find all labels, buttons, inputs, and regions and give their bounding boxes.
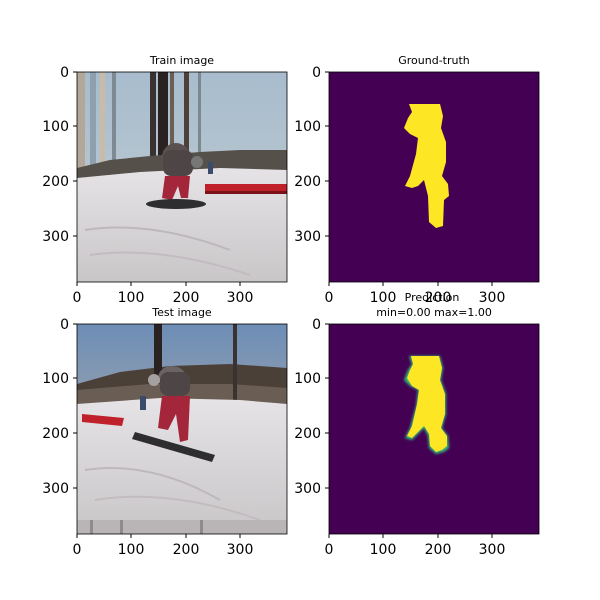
y-tick-label: 200: [42, 426, 69, 442]
y-tick-label: 300: [42, 481, 69, 497]
train-x-axis: 0 100 200 300: [73, 282, 254, 306]
prediction-frame: [328, 323, 540, 535]
panel-ground-truth: Ground-truth 0 100 200 300 0 100 200 300: [294, 54, 540, 306]
x-tick-label: 100: [370, 290, 397, 306]
y-tick-label: 300: [294, 481, 321, 497]
panel-title: Train image: [149, 54, 214, 67]
ground-truth-mask: [329, 72, 539, 282]
x-tick-label: 0: [325, 290, 334, 306]
gt-y-axis: 0 100 200 300: [294, 65, 329, 245]
x-tick-label: 300: [479, 542, 506, 558]
x-tick-label: 200: [173, 290, 200, 306]
x-tick-label: 100: [370, 542, 397, 558]
x-tick-label: 0: [325, 542, 334, 558]
y-tick-label: 300: [294, 229, 321, 245]
pred-y-axis: 0 100 200 300: [294, 317, 329, 497]
y-tick-label: 100: [42, 119, 69, 135]
x-tick-label: 100: [118, 542, 145, 558]
y-tick-label: 200: [294, 174, 321, 190]
x-tick-label: 0: [73, 542, 82, 558]
x-tick-label: 300: [227, 290, 254, 306]
prediction-mask: [329, 324, 539, 534]
ground-truth-frame: [328, 71, 540, 283]
train-y-axis: 0 100 200 300: [42, 65, 77, 245]
y-tick-label: 200: [294, 426, 321, 442]
panel-train: Train image: [42, 54, 288, 306]
x-tick-label: 200: [173, 542, 200, 558]
x-tick-label: 300: [227, 542, 254, 558]
y-tick-label: 100: [294, 371, 321, 387]
x-tick-label: 0: [73, 290, 82, 306]
test-image: [77, 324, 287, 534]
y-tick-label: 100: [42, 371, 69, 387]
panel-title: Test image: [151, 306, 212, 319]
panel-subtitle: min=0.00 max=1.00: [376, 306, 492, 319]
x-tick-label: 100: [118, 290, 145, 306]
test-image-frame: [76, 323, 288, 535]
y-tick-label: 300: [42, 229, 69, 245]
x-tick-label: 200: [425, 290, 452, 306]
x-tick-label: 200: [425, 542, 452, 558]
panel-title: Ground-truth: [398, 54, 470, 67]
test-y-axis: 0 100 200 300: [42, 317, 77, 497]
gt-x-axis: 0 100 200 300: [325, 282, 506, 306]
train-image-frame: [76, 71, 288, 283]
y-tick-label: 0: [60, 317, 69, 333]
panel-title: Prediction: [405, 291, 460, 304]
y-tick-label: 0: [312, 65, 321, 81]
y-tick-label: 0: [312, 317, 321, 333]
y-tick-label: 100: [294, 119, 321, 135]
y-tick-label: 200: [42, 174, 69, 190]
y-tick-label: 0: [60, 65, 69, 81]
panel-prediction: Prediction min=0.00 max=1.00 0 100 200 3…: [294, 291, 540, 558]
panel-test: Test image: [42, 306, 288, 558]
test-x-axis: 0 100 200 300: [73, 534, 254, 558]
train-image: [77, 72, 287, 282]
pred-x-axis: 0 100 200 300: [325, 534, 506, 558]
x-tick-label: 300: [479, 290, 506, 306]
